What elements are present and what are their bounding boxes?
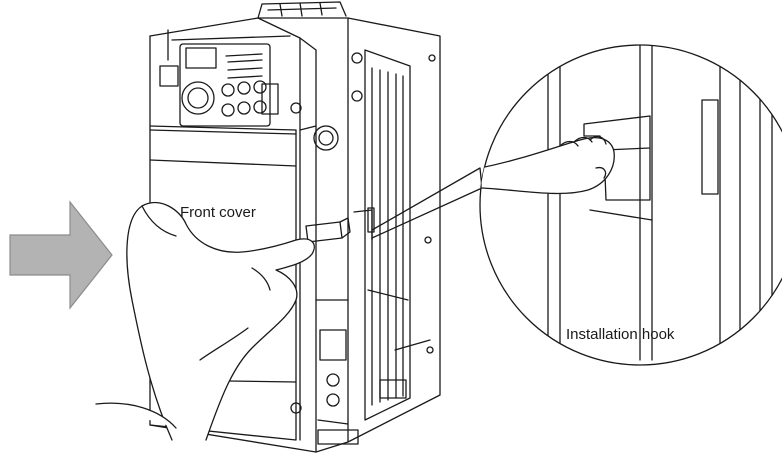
inverter-body <box>149 17 441 453</box>
magnified-view <box>479 44 782 366</box>
operation-panel <box>159 43 302 127</box>
front-cover-label: Front cover <box>180 204 256 221</box>
direction-arrow <box>9 200 113 310</box>
fan-guard <box>257 1 347 19</box>
hand-illustration <box>95 201 315 441</box>
magnifier-pointer <box>371 167 483 239</box>
terminal-block <box>313 125 359 445</box>
installation-hook-label: Installation hook <box>566 326 675 343</box>
